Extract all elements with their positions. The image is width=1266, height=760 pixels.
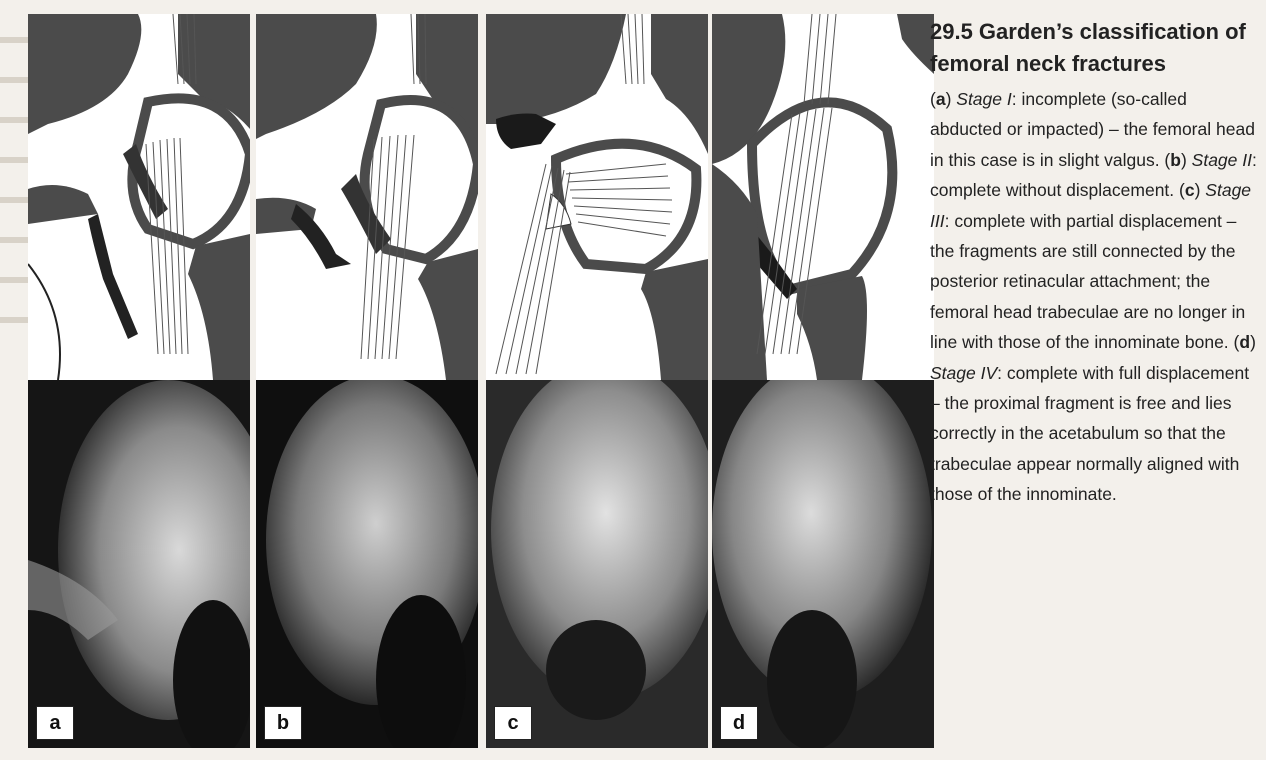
radiograph-stage-1 — [28, 380, 250, 748]
caption-d-text: : complete with full displacement – the … — [930, 363, 1249, 505]
caption-d-label: d — [1239, 332, 1250, 352]
diagram-stage-1 — [28, 14, 250, 380]
diagram-stage-3 — [486, 14, 708, 380]
caption-b-stage: Stage II — [1192, 150, 1252, 170]
figure-panel-d: d — [712, 14, 934, 748]
panel-label-c: c — [494, 706, 532, 740]
diagram-stage-2 — [256, 14, 478, 380]
panel-label-a: a — [36, 706, 74, 740]
caption-title: 29.5 Garden’s classification of femoral … — [930, 16, 1260, 80]
diagram-stage-4 — [712, 14, 934, 380]
caption-title-line1: 29.5 Garden’s classification of — [930, 19, 1246, 44]
figure-panel-b: b — [256, 14, 478, 748]
caption-a-stage: Stage I — [956, 89, 1011, 109]
caption-c-text: : complete with partial displacement – t… — [930, 211, 1245, 353]
panel-label-d: d — [720, 706, 758, 740]
panel-label-b: b — [264, 706, 302, 740]
radiograph-stage-3 — [486, 380, 708, 748]
caption-title-line2: femoral neck fractures — [930, 51, 1166, 76]
figure-panel-c: c — [486, 14, 708, 748]
caption-body: (a) Stage I: incomplete (so-called abduc… — [930, 84, 1260, 510]
radiograph-stage-4 — [712, 380, 934, 748]
caption-c-label: c — [1185, 180, 1195, 200]
caption-b-label: b — [1170, 150, 1181, 170]
caption-a-label: a — [936, 89, 946, 109]
figure-caption: 29.5 Garden’s classification of femoral … — [930, 16, 1260, 510]
caption-d-stage: Stage IV — [930, 363, 997, 383]
figure-panel-a: a — [28, 14, 250, 748]
radiograph-stage-2 — [256, 380, 478, 748]
